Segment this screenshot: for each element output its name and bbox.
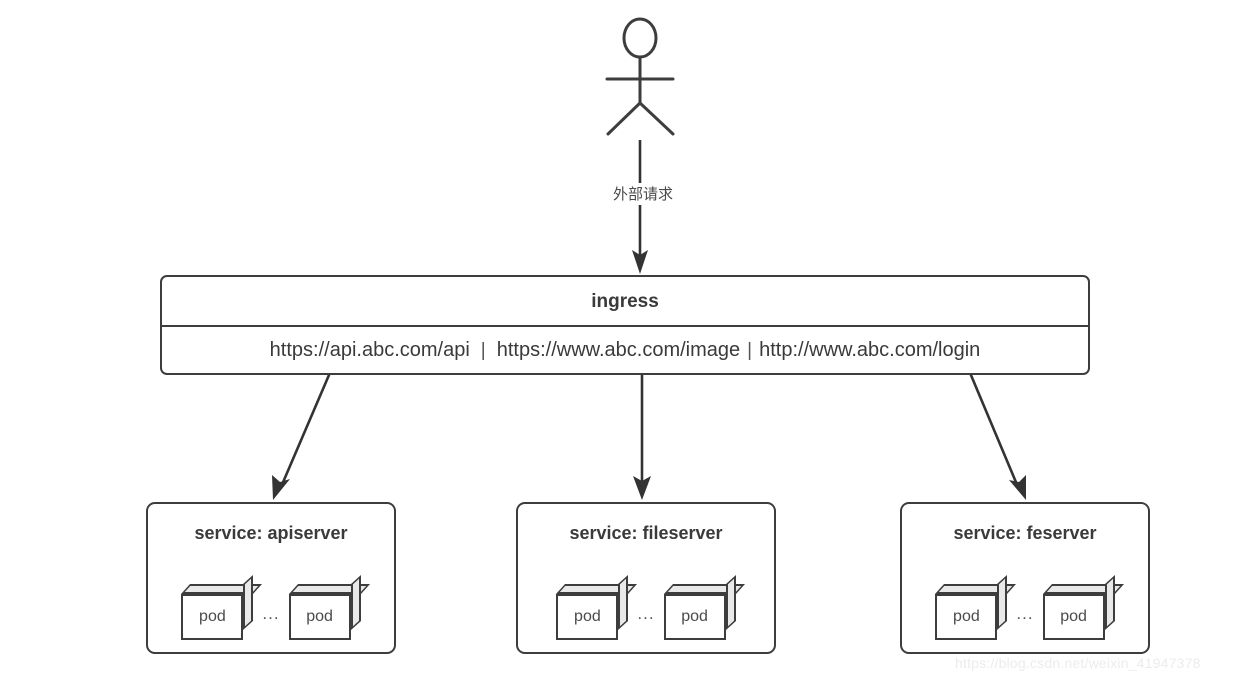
arrow-ingress-to-fileserver: [633, 368, 651, 500]
pod-box[interactable]: pod: [1042, 574, 1124, 640]
actor-leg-right-line: [638, 101, 675, 136]
pod-box[interactable]: pod: [556, 574, 638, 640]
ingress-route-api[interactable]: https://api.abc.com/api: [269, 339, 470, 361]
route-separator: |: [480, 339, 486, 361]
pod-ellipsis: ...: [637, 603, 655, 623]
ingress-routes-row: https://api.abc.com/api | https://www.ab…: [162, 327, 1088, 374]
pod-label: pod: [288, 594, 351, 640]
arrow-actor-to-ingress: [632, 140, 648, 274]
arrow-ingress-to-apiserver: [272, 367, 334, 500]
pod-side-face: [243, 574, 254, 630]
arrowhead-icon: [272, 475, 290, 500]
ingress-node[interactable]: ingress https://api.abc.com/api | https:…: [160, 275, 1090, 375]
service-node-apiserver[interactable]: service: apiserver pod ... pod: [146, 502, 396, 654]
pod-side-face: [725, 574, 736, 630]
arrowhead-icon: [632, 250, 648, 274]
service-node-feserver[interactable]: service: feserver pod ... pod: [900, 502, 1150, 654]
pod-side-face: [997, 574, 1008, 630]
ingress-route-image[interactable]: https://www.abc.com/image: [496, 339, 741, 361]
arrow-ingress-to-feserver: [966, 367, 1026, 500]
pod-side-face: [350, 574, 361, 630]
actor-leg-left-line: [606, 101, 642, 136]
actor-head-icon: [622, 17, 658, 59]
pod-ellipsis: ...: [1016, 603, 1034, 623]
pod-box[interactable]: pod: [181, 574, 263, 640]
service-title: service: fileserver: [569, 523, 723, 543]
service-title: service: apiserver: [194, 523, 348, 543]
service-node-fileserver[interactable]: service: fileserver pod ... pod: [516, 502, 776, 654]
pod-label: pod: [181, 594, 244, 640]
pod-row: pod ... pod: [148, 574, 394, 640]
pod-row: pod ... pod: [902, 574, 1148, 640]
pod-row: pod ... pod: [518, 574, 774, 640]
service-title: service: feserver: [953, 523, 1097, 543]
pod-side-face: [618, 574, 629, 630]
pod-box[interactable]: pod: [288, 574, 370, 640]
external-request-label: 外部请求: [595, 183, 691, 205]
arrowhead-icon: [1009, 475, 1026, 500]
pod-box[interactable]: pod: [935, 574, 1017, 640]
pod-box[interactable]: pod: [663, 574, 745, 640]
pod-label: pod: [1042, 594, 1105, 640]
ingress-title: ingress: [162, 277, 1088, 327]
actor-stick-figure: [605, 17, 675, 136]
pod-label: pod: [935, 594, 998, 640]
watermark-text: https://blog.csdn.net/weixin_41947378: [955, 655, 1201, 671]
pod-label: pod: [556, 594, 619, 640]
pod-ellipsis: ...: [262, 603, 280, 623]
arrowhead-icon: [633, 476, 651, 500]
pod-side-face: [1104, 574, 1115, 630]
ingress-route-login[interactable]: http://www.abc.com/login: [759, 339, 981, 361]
pod-label: pod: [663, 594, 726, 640]
route-separator: |: [747, 339, 753, 361]
